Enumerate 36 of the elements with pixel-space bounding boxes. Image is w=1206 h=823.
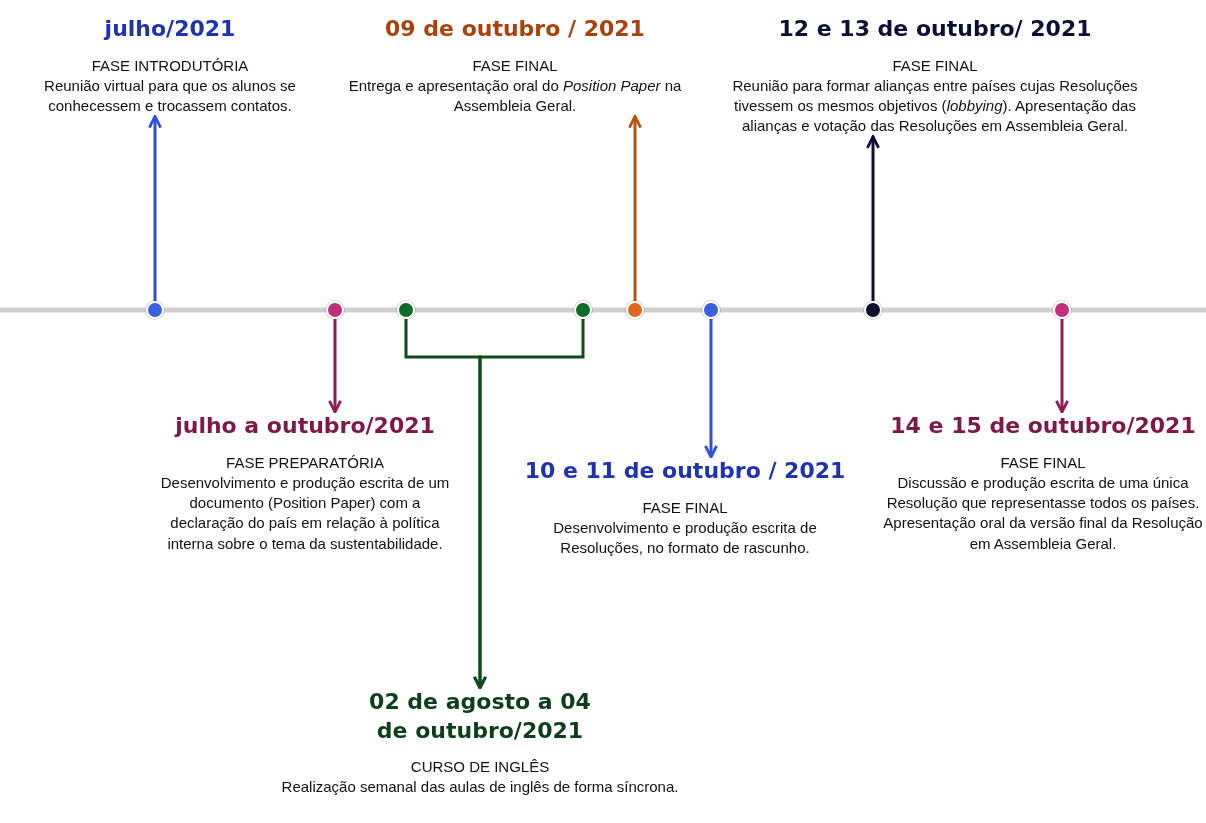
description: Desenvolvimento e produção escrita de um documento (Position Paper) com a declaração do país em relação à política interna sobre o tema da sustentabilidade.	[159, 472, 451, 554]
timeline-dot	[397, 301, 415, 319]
date-heading: julho a outubro/2021	[173, 412, 436, 440]
timeline-dot	[326, 301, 344, 319]
phase-label: FASE FINAL	[999, 452, 1087, 473]
phase-label: FASE FINAL	[891, 55, 979, 76]
date-heading: 14 e 15 de outubro/2021	[889, 412, 1197, 440]
date-heading: julho/2021	[102, 15, 237, 43]
timeline-dot	[702, 301, 720, 319]
timeline-dot	[146, 301, 164, 319]
timeline-dot	[1053, 301, 1071, 319]
date-heading: 10 e 11 de outubro / 2021	[523, 457, 847, 485]
arrow	[473, 319, 585, 690]
arrow	[628, 114, 642, 301]
description: Realização semanal das aulas de inglês de forma síncrona.	[280, 777, 680, 798]
description: Discussão e produção escrita de uma única Resolução que representasse todos os países. Apresentação oral da versão final da Resolução em Assembleia Geral.	[883, 472, 1203, 554]
timeline-dot	[574, 301, 592, 319]
arrow	[704, 319, 718, 459]
date-heading: 12 e 13 de outubro/ 2021	[777, 15, 1093, 43]
description: Reunião para formar alianças entre países cujas Resoluções tivessem os mesmos objetivos (lobbying). Apresentação das alianças e votação das Resoluções em Assembleia Geral.	[731, 75, 1139, 137]
phase-label: FASE PREPARATÓRIA	[225, 452, 385, 473]
description: Desenvolvimento e produção escrita de Resoluções, no formato de rascunho.	[552, 517, 818, 559]
description: Reunião virtual para que os alunos se conhecessem e trocassem contatos.	[43, 75, 297, 117]
phase-label: FASE FINAL	[641, 497, 729, 518]
phase-label: FASE FINAL	[471, 55, 559, 76]
phase-label: FASE INTRODUTÓRIA	[90, 55, 250, 76]
arrow	[148, 114, 162, 301]
phase-label: CURSO DE INGLÊS	[409, 757, 551, 778]
date-heading: 02 de agosto a 04 de outubro/2021	[369, 688, 591, 745]
arrow	[328, 319, 342, 414]
arrow	[1055, 319, 1069, 414]
description: Entrega e apresentação oral do Position Paper na Assembleia Geral.	[347, 75, 683, 117]
timeline-dot	[864, 301, 882, 319]
date-heading: 09 de outubro / 2021	[384, 15, 646, 43]
timeline-dot	[626, 301, 644, 319]
arrow	[866, 135, 880, 301]
